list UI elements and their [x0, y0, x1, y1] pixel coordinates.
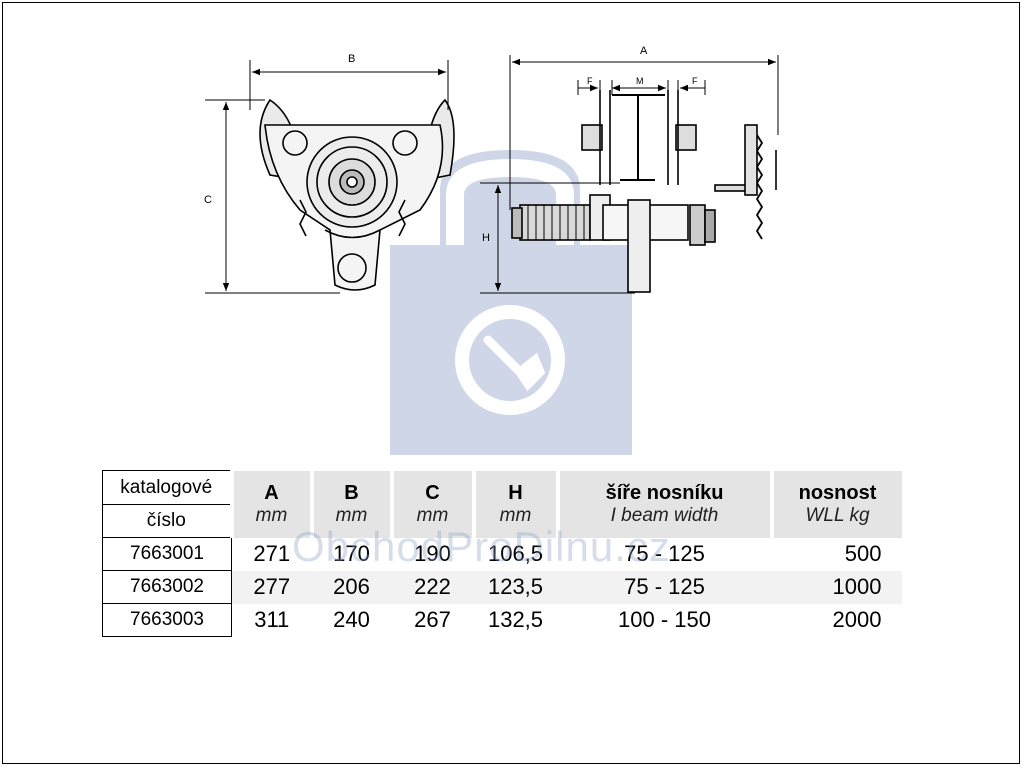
- catalog-number: 7663001: [102, 537, 232, 571]
- unit-c: mm: [389, 504, 474, 538]
- value-c: 222: [391, 570, 474, 604]
- table-row: 7663003 311 240 267 132,5 100 - 150 2000: [102, 603, 902, 637]
- value-b: 206: [311, 570, 392, 604]
- catalog-number: 7663002: [102, 570, 232, 604]
- value-beam-width: 100 - 150: [618, 607, 711, 632]
- value-h: 132,5: [487, 607, 544, 632]
- value-h: 123,5: [473, 570, 558, 604]
- catalog-number: 7663003: [102, 603, 232, 637]
- col-header-b: B: [309, 470, 392, 505]
- unit-capacity: WLL kg: [769, 504, 902, 538]
- dim-label-h: H: [482, 232, 490, 244]
- spec-table: katalogové A B C H šíře nosníku nosnost …: [102, 470, 902, 637]
- code-header-line2: číslo: [102, 504, 232, 538]
- value-a: 271: [253, 541, 291, 566]
- unit-h: mm: [471, 504, 558, 538]
- trolley-side-view: [511, 90, 777, 293]
- dim-label-m: M: [636, 76, 644, 86]
- side-dimension-lines: [480, 55, 779, 294]
- value-a: 311: [254, 607, 290, 632]
- col-header-h: H: [471, 470, 558, 505]
- value-h: 106,5: [487, 541, 544, 566]
- col-header-beam-width: šíře nosníku: [555, 470, 772, 505]
- col-header-capacity: nosnost: [769, 470, 902, 505]
- value-capacity: 2000: [832, 607, 882, 632]
- unit-b: mm: [309, 504, 392, 538]
- col-header-a: A: [229, 470, 312, 505]
- dim-label-a: A: [640, 45, 648, 57]
- unit-a: mm: [229, 504, 312, 538]
- code-header-line1: katalogové: [102, 470, 232, 505]
- value-c: 190: [414, 541, 451, 566]
- value-capacity: 1000: [771, 570, 902, 604]
- value-beam-width: 75 - 125: [624, 541, 705, 566]
- watermark-text: ObchodProDilnu.cz: [292, 523, 671, 570]
- dim-label-f-right: F: [692, 76, 698, 86]
- dim-label-c: C: [204, 194, 212, 206]
- value-a: 277: [231, 570, 312, 604]
- dim-label-f-left: F: [587, 76, 593, 86]
- col-header-c: C: [389, 470, 474, 505]
- value-capacity: 500: [844, 541, 882, 566]
- value-b: 170: [333, 541, 370, 566]
- unit-beam-width: I beam width: [555, 504, 772, 538]
- dim-label-b: B: [348, 53, 355, 65]
- value-b: 240: [333, 607, 370, 632]
- value-beam-width: 75 - 125: [557, 570, 772, 604]
- front-dimension-lines: [205, 60, 449, 294]
- unit-row: číslo mm mm mm mm I beam width WLL kg: [102, 504, 902, 538]
- value-c: 267: [414, 607, 451, 632]
- header-row: katalogové A B C H šíře nosníku nosnost: [102, 470, 902, 505]
- table-row: 7663002 277 206 222 123,5 75 - 125 1000: [102, 570, 902, 604]
- trolley-front-view: [259, 98, 455, 291]
